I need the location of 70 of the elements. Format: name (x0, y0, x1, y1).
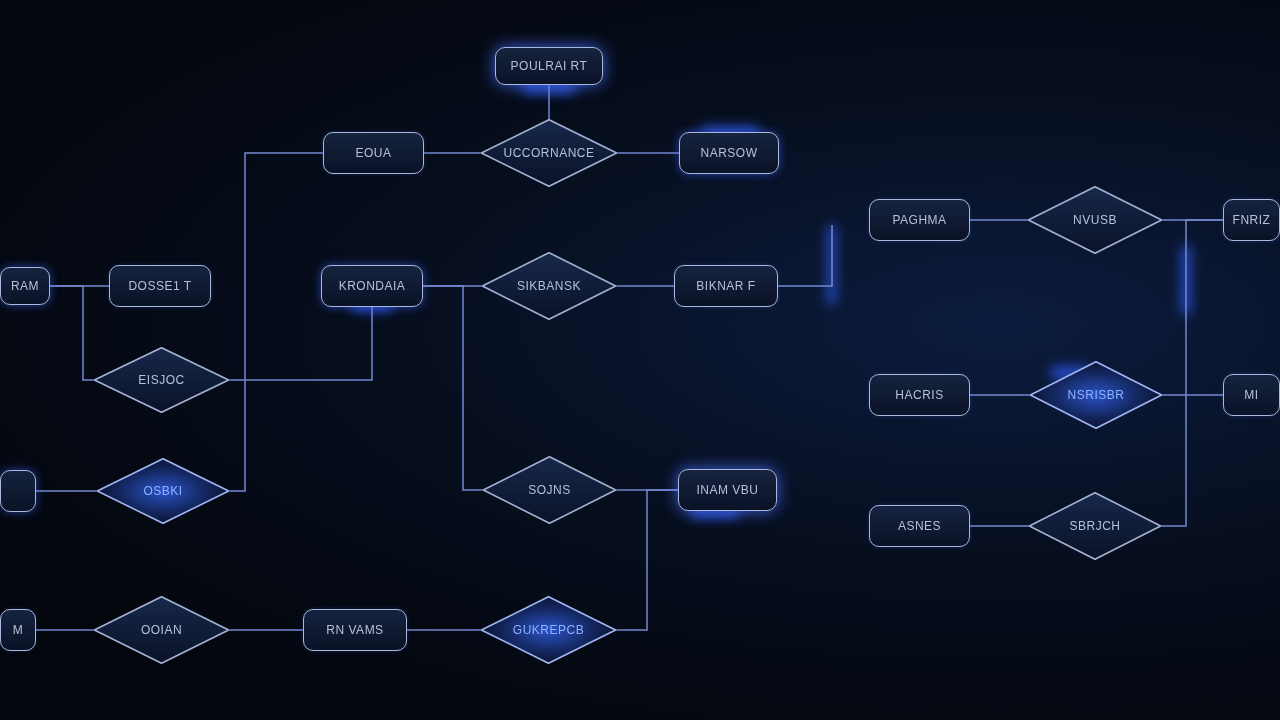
node-label: NARSOW (700, 145, 758, 162)
decision-diamond (1029, 361, 1163, 429)
node-label: SOJNS (528, 482, 571, 499)
connector-line (548, 84, 550, 120)
process-box (321, 265, 423, 307)
connector-line (35, 490, 97, 492)
decision-diamond (480, 119, 618, 187)
connector-line (229, 152, 324, 492)
connector-line (617, 152, 680, 154)
process-box (679, 132, 779, 174)
decision-diamond (1028, 492, 1162, 560)
node-label: OSBKI (143, 483, 183, 500)
connector-line (616, 285, 675, 287)
decision-diamond (93, 596, 230, 664)
process-box (495, 47, 603, 85)
connector-line (422, 285, 483, 491)
connector-line (406, 629, 481, 631)
node-label: UCCORNANCE (503, 145, 595, 162)
node-label: RAM (10, 278, 40, 295)
connector-line (1162, 394, 1224, 396)
decision-diamond (481, 252, 617, 320)
process-box (678, 469, 777, 511)
node-label: POULRAI RT (510, 58, 588, 75)
node-label: FNRIZ (1232, 212, 1271, 229)
connector-line (35, 629, 94, 631)
node-label: BIKNAR F (696, 278, 756, 295)
node-label: KRONDAIA (338, 278, 406, 295)
decision-diamond (93, 347, 230, 413)
decision-diamond (1027, 186, 1163, 254)
node-label: EISJOC (138, 372, 185, 389)
decision-diamond (480, 596, 617, 664)
connector-line (969, 525, 1029, 527)
node-label: NVUSB (1073, 212, 1117, 229)
connector-line (229, 629, 304, 631)
decision-diamond (96, 458, 230, 524)
node-label: EOUA (355, 145, 392, 162)
process-box (323, 132, 424, 174)
process-box (869, 199, 970, 241)
node-label: MI (1244, 387, 1259, 404)
process-box (1223, 199, 1280, 241)
process-box (0, 267, 50, 305)
connector-line (969, 219, 1028, 221)
decision-diamond (482, 456, 617, 524)
node-label: OOIAN (140, 622, 183, 639)
process-box (869, 505, 970, 547)
process-box (0, 609, 36, 651)
process-box (109, 265, 211, 307)
node-label: SIKBANSK (517, 278, 581, 295)
process-box (0, 470, 36, 512)
node-label: SBRJCH (1069, 518, 1121, 535)
process-box (1223, 374, 1280, 416)
node-label: INAM VBU (696, 482, 759, 499)
process-box (303, 609, 407, 651)
node-label: M (12, 622, 24, 639)
connector-line (777, 224, 833, 287)
node-label: NSRISBR (1067, 387, 1125, 404)
node-label: RN VAMS (326, 622, 384, 639)
connector-line (49, 285, 94, 381)
connector-line (229, 306, 373, 381)
process-box (869, 374, 970, 416)
connector-line (969, 394, 1030, 396)
process-box (674, 265, 778, 307)
node-label: GUKREPCB (512, 622, 585, 639)
connector-line (1161, 219, 1224, 527)
node-label: HACRIS (895, 387, 944, 404)
connector-line (616, 489, 679, 631)
node-label: PAGHMA (892, 212, 947, 229)
connector-line (423, 152, 481, 154)
node-label: ASNES (897, 518, 942, 535)
node-label: DOSSE1 T (128, 278, 192, 295)
